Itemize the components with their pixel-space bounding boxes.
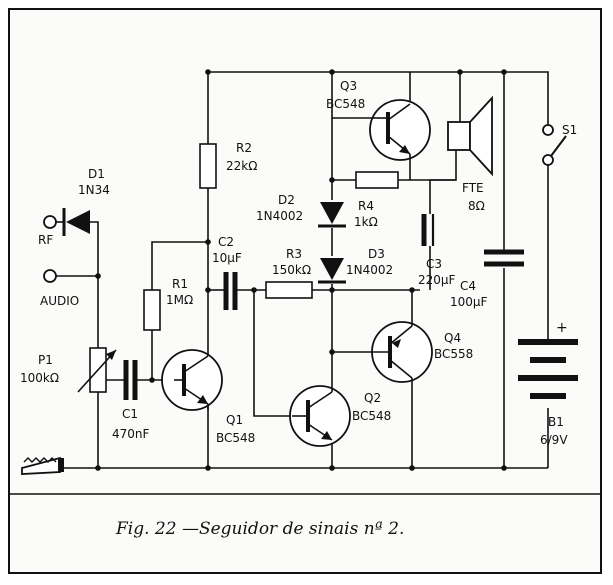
c2-value: 10µF <box>212 251 242 265</box>
q3-ref: Q3 <box>340 79 357 93</box>
fte-value: 8Ω <box>468 199 485 213</box>
c1-value: 470nF <box>112 427 150 441</box>
r1-ref: R1 <box>172 277 188 291</box>
resistor-r4 <box>355 171 399 189</box>
c3-ref: C3 <box>426 257 442 271</box>
d2-ref: D2 <box>278 193 295 207</box>
capacitor-c1 <box>123 360 138 400</box>
q1-value: BC548 <box>216 431 255 445</box>
r3-ref: R3 <box>286 247 302 261</box>
transistor-q2 <box>289 352 351 447</box>
d1-ref: D1 <box>88 167 105 181</box>
r4-value: 1kΩ <box>354 215 378 229</box>
r2-ref: R2 <box>236 141 252 155</box>
battery-b1 <box>518 339 578 399</box>
capacitor-c3 <box>421 214 435 246</box>
switch-s1 <box>542 124 567 166</box>
r3-value: 150kΩ <box>272 263 311 277</box>
b1-value: 6/9V <box>540 433 568 447</box>
resistor-r2 <box>199 143 217 189</box>
transistor-q4 <box>371 320 433 384</box>
potentiometer-p1 <box>77 347 117 393</box>
audio-label: AUDIO <box>40 294 79 308</box>
q3-value: BC548 <box>326 97 365 111</box>
r1-value: 1MΩ <box>166 293 193 307</box>
rf-terminal <box>43 215 57 229</box>
diode-d2 <box>318 202 346 228</box>
q1-ref: Q1 <box>226 413 243 427</box>
c2-ref: C2 <box>218 235 234 249</box>
r2-value: 22kΩ <box>226 159 257 173</box>
p1-ref: P1 <box>38 353 53 367</box>
c4-value: 100µF <box>450 295 488 309</box>
d3-ref: D3 <box>368 247 385 261</box>
transistor-q1 <box>161 346 223 411</box>
d3-value: 1N4002 <box>346 263 393 277</box>
b1-plus-sign: + <box>556 320 568 336</box>
c4-ref: C4 <box>460 279 476 293</box>
b1-ref: B1 <box>548 415 564 429</box>
c3-value: 220µF <box>418 273 456 287</box>
diode-d1 <box>62 208 90 236</box>
resistor-r3 <box>265 281 313 299</box>
s1-ref: S1 <box>562 123 577 137</box>
ground-clip <box>21 456 64 475</box>
q4-ref: Q4 <box>444 331 461 345</box>
d1-value: 1N34 <box>78 183 110 197</box>
capacitor-c4 <box>484 249 524 267</box>
junction-dots <box>95 69 507 471</box>
speaker-fte <box>447 95 493 177</box>
q2-ref: Q2 <box>364 391 381 405</box>
q4-value: BC558 <box>434 347 473 361</box>
transistor-q3 <box>369 99 431 161</box>
caption: Fig. 22 —Seguidor de sinais nª 2. <box>115 519 404 539</box>
fte-ref: FTE <box>462 181 484 195</box>
d2-value: 1N4002 <box>256 209 303 223</box>
r4-ref: R4 <box>358 199 374 213</box>
q2-value: BC548 <box>352 409 391 423</box>
wires <box>56 71 549 469</box>
c1-ref: C1 <box>122 407 138 421</box>
diode-d3 <box>318 258 346 284</box>
audio-terminal <box>43 269 57 283</box>
capacitor-c2 <box>223 272 238 310</box>
resistor-r1 <box>143 289 161 331</box>
p1-value: 100kΩ <box>20 371 59 385</box>
rf-label: RF <box>38 233 53 247</box>
